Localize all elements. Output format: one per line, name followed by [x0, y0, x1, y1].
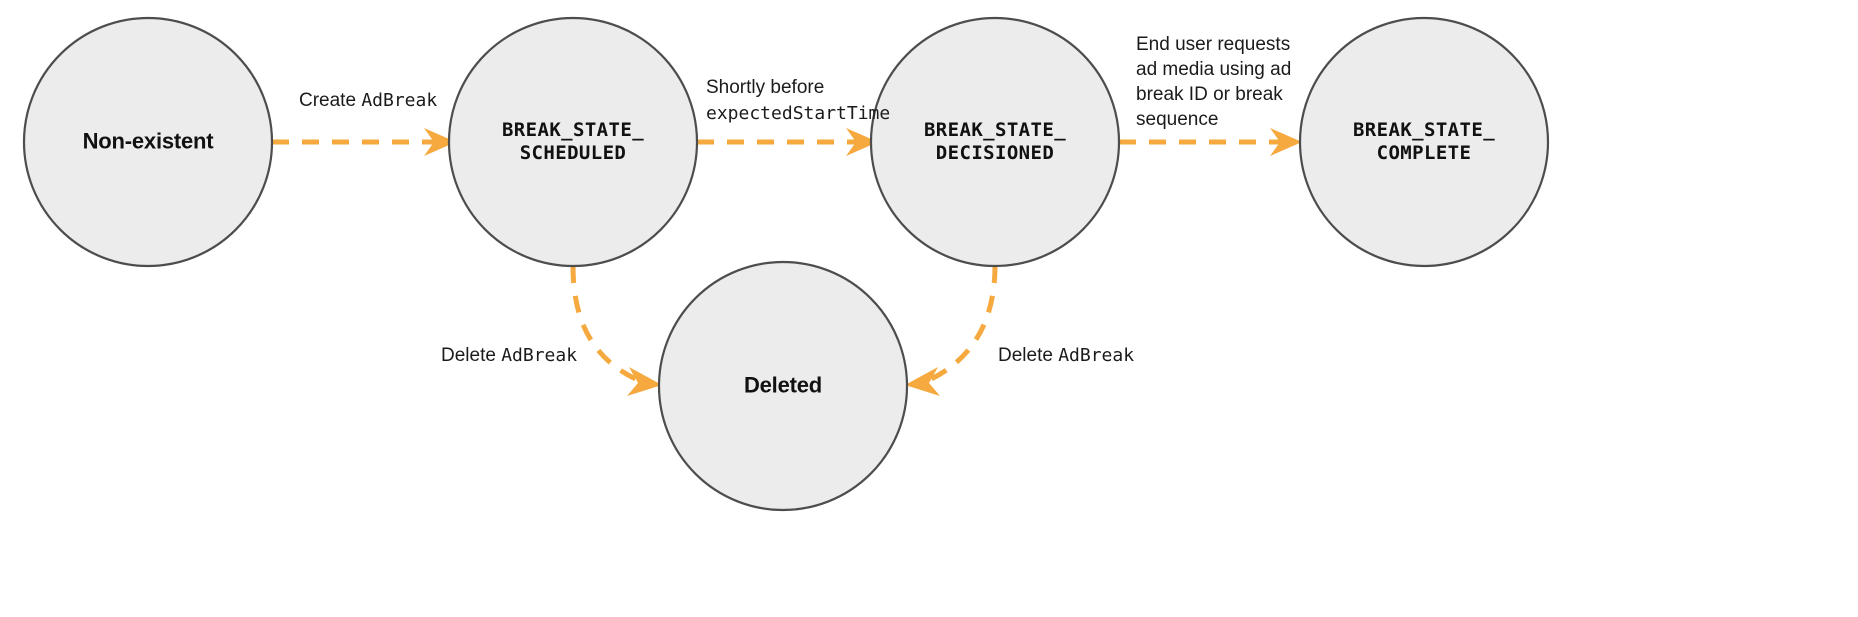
- edge-delete-from-scheduled: [570, 265, 662, 396]
- arrow-head-delete-from-decisioned: [905, 367, 940, 396]
- edge-line-delete-from-decisioned: [925, 265, 998, 384]
- arrow-head-shortly-before: [846, 128, 878, 156]
- node-deleted[interactable]: [657, 260, 909, 512]
- node-break-state-scheduled[interactable]: [447, 16, 699, 268]
- edge-line-delete-from-scheduled: [570, 265, 642, 384]
- arrow-head-create-adbreak: [424, 128, 456, 156]
- node-break-state-complete[interactable]: [1298, 16, 1550, 268]
- node-break-state-decisioned[interactable]: [869, 16, 1121, 268]
- edge-delete-from-decisioned: [905, 265, 998, 396]
- edge-create-adbreak: [272, 128, 456, 156]
- edge-shortly-before: [697, 128, 878, 156]
- edge-end-user-requests: [1119, 128, 1302, 156]
- node-non-existent[interactable]: [22, 16, 274, 268]
- arrow-head-end-user-requests: [1270, 128, 1302, 156]
- arrow-head-delete-from-scheduled: [627, 367, 662, 396]
